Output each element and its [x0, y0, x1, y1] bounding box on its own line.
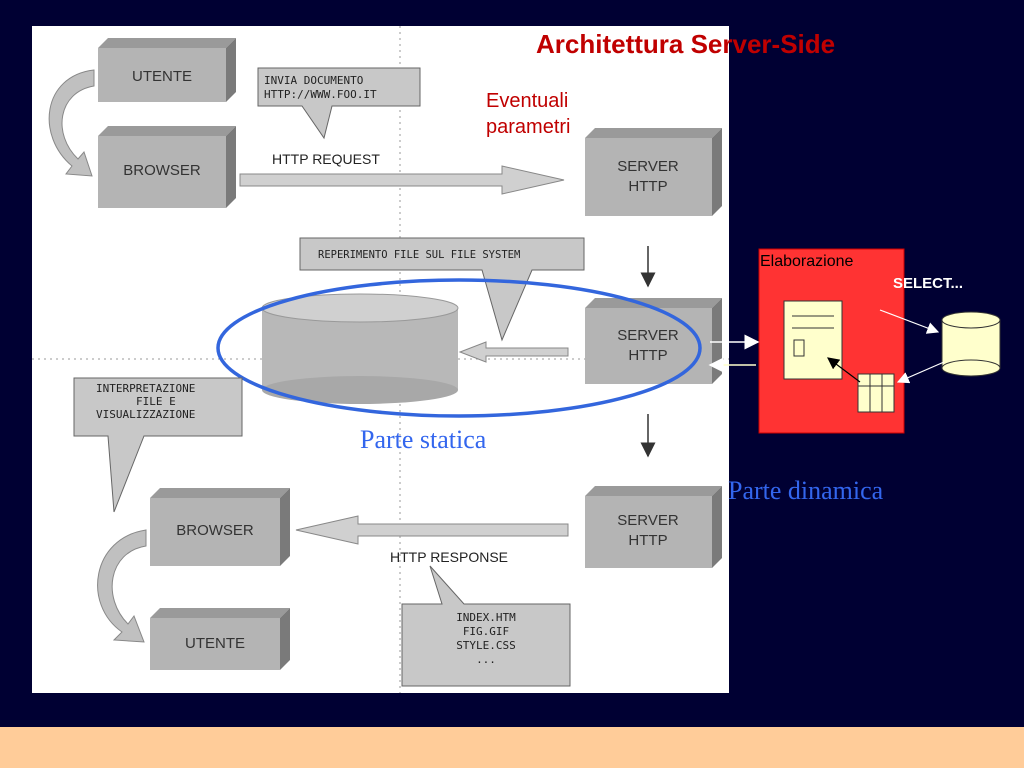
callout-invia: INVIA DOCUMENTO HTTP://WWW.FOO.IT [257, 67, 421, 140]
server-bottom-label1: SERVER [617, 512, 679, 529]
utente-top-box: UTENTE [98, 38, 236, 102]
architecture-diagram: UTENTE BROWSER INVIA DOCUMENTO HTTP://WW… [32, 26, 729, 693]
callout-invia-line1: INVIA DOCUMENTO [264, 74, 363, 87]
elaborazione-label: Elaborazione [760, 253, 854, 270]
dynamic-processing-diagram [708, 248, 1001, 434]
curved-arrow-bottom [97, 529, 147, 643]
browser-bottom-box: BROWSER [150, 488, 290, 566]
server-top-label2: HTTP [628, 178, 667, 195]
eventual-params-line1: Eventuali [486, 90, 569, 112]
server-http-bottom-box: SERVER HTTP [585, 486, 722, 568]
server-to-filesystem-arrow [458, 341, 569, 363]
server-top-label1: SERVER [617, 158, 679, 175]
database-icon [941, 311, 1001, 377]
callout-files: INDEX.HTM FIG.GIF STYLE.CSS ... [401, 565, 571, 687]
server-http-middle-box: SERVER HTTP [585, 298, 722, 384]
callout-invia-line2: HTTP://WWW.FOO.IT [264, 88, 377, 101]
server-middle-label1: SERVER [617, 327, 679, 344]
file-item-1: INDEX.HTM [456, 611, 516, 624]
bottom-band [0, 727, 1024, 768]
http-request-label: HTTP REQUEST [272, 151, 380, 167]
callout-interpretazione-line2: FILE E [136, 395, 176, 408]
parte-dinamica-label: Parte dinamica [728, 476, 884, 505]
file-item-2: FIG.GIF [463, 625, 509, 638]
utente-top-label: UTENTE [132, 68, 192, 85]
utente-bottom-box: UTENTE [150, 608, 290, 670]
eventual-params-note: Eventuali parametri [486, 88, 570, 140]
table-to-document-arrow [827, 357, 861, 383]
server-http-top-box: SERVER HTTP [585, 128, 722, 216]
static-part-highlight [216, 278, 702, 418]
script-document-icon [783, 300, 843, 380]
server-bottom-label2: HTTP [628, 532, 667, 549]
curved-arrow-top [48, 69, 95, 177]
file-system-cylinder [261, 293, 459, 404]
select-to-database-arrow [879, 309, 940, 334]
database-to-table-arrow [896, 361, 945, 384]
callout-reperimento-text: REPERIMENTO FILE SUL FILE SYSTEM [318, 249, 520, 261]
callout-interpretazione-line3: VISUALIZZAZIONE [96, 408, 195, 421]
slide-title: Architettura Server-Side [536, 29, 836, 59]
parte-statica-label: Parte statica [360, 425, 487, 454]
result-table-icon [857, 373, 895, 413]
callout-reperimento: REPERIMENTO FILE SUL FILE SYSTEM [299, 237, 585, 342]
http-request-arrow: HTTP REQUEST [239, 151, 565, 195]
browser-top-box: BROWSER [98, 126, 236, 208]
http-response-arrow: HTTP RESPONSE [295, 515, 569, 565]
callout-interpretazione: INTERPRETAZIONE FILE E VISUALIZZAZIONE [73, 377, 243, 513]
select-label: SELECT... [893, 275, 964, 292]
browser-top-label: BROWSER [123, 162, 201, 179]
http-response-label: HTTP RESPONSE [390, 549, 508, 565]
file-item-4: ... [476, 653, 496, 666]
browser-bottom-label: BROWSER [176, 522, 254, 539]
server-middle-label2: HTTP [628, 347, 667, 364]
eventual-params-line2: parametri [486, 116, 571, 138]
file-item-3: STYLE.CSS [456, 639, 516, 652]
diagram-panel: UTENTE BROWSER INVIA DOCUMENTO HTTP://WW… [32, 26, 729, 693]
utente-bottom-label: UTENTE [185, 635, 245, 652]
callout-interpretazione-line1: INTERPRETAZIONE [96, 382, 195, 395]
